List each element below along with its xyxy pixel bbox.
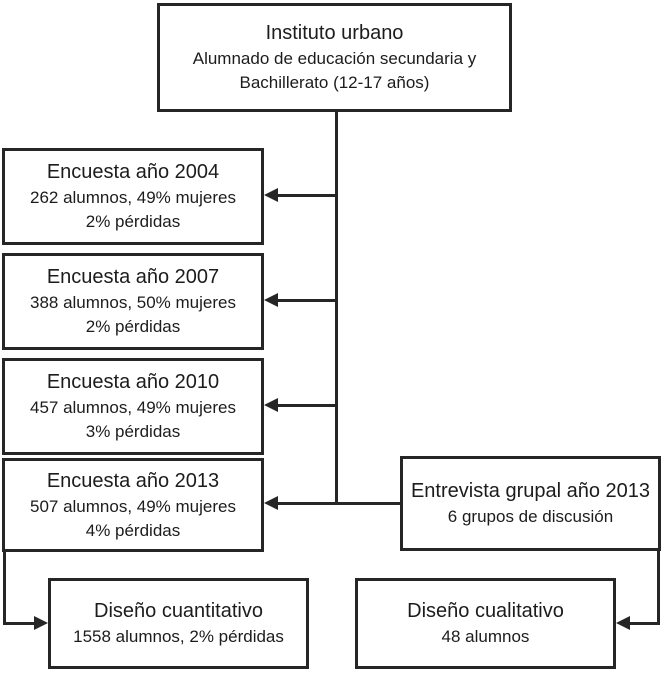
survey-2007-title: Encuesta año 2007 — [46, 266, 220, 288]
survey-2007-box: Encuesta año 2007 388 alumnos, 50% mujer… — [2, 253, 264, 350]
survey-2004-losses: 2% pérdidas — [85, 212, 181, 231]
survey-2007-losses: 2% pérdidas — [85, 317, 181, 336]
quantitative-detail: 1558 alumnos, 2% pérdidas — [73, 627, 284, 646]
root-subtitle: Alumnado de educación secundaria y Bachi… — [192, 49, 477, 92]
arrowhead-into-survey-2010 — [264, 398, 278, 412]
qualitative-connector-vertical — [657, 549, 660, 625]
arrowhead-into-survey-2013 — [264, 496, 278, 510]
survey-2010-stats: 457 alumnos, 49% mujeres — [29, 398, 236, 417]
survey-2004-box: Encuesta año 2004 262 alumnos, 49% mujer… — [2, 148, 264, 245]
branch-line-2004 — [277, 194, 336, 197]
root-institute-box: Instituto urbano Alumnado de educación s… — [157, 3, 512, 112]
survey-2004-stats: 262 alumnos, 49% mujeres — [29, 188, 236, 207]
arrowhead-into-survey-2007 — [264, 293, 278, 307]
qualitative-title: Diseño cualitativo — [407, 600, 564, 622]
survey-2013-title: Encuesta año 2013 — [46, 469, 220, 492]
quantitative-design-box: Diseño cuantitativo 1558 alumnos, 2% pér… — [48, 578, 309, 669]
survey-2010-box: Encuesta año 2010 457 alumnos, 49% mujer… — [2, 358, 264, 455]
arrowhead-into-quantitative — [34, 616, 48, 630]
qualitative-design-box: Diseño cualitativo 48 alumnos — [355, 578, 616, 669]
survey-2007-stats: 388 alumnos, 50% mujeres — [29, 293, 236, 312]
interview-title: Entrevista grupal año 2013 — [410, 480, 651, 502]
survey-2004-title: Encuesta año 2004 — [46, 161, 220, 183]
branch-line-2013-interview — [277, 502, 400, 505]
root-title: Instituto urbano — [265, 22, 404, 44]
arrowhead-into-qualitative — [616, 616, 630, 630]
quantitative-connector-horizontal — [3, 622, 35, 625]
quantitative-connector-vertical — [3, 550, 6, 625]
trunk-connector-line — [335, 112, 338, 505]
survey-2013-stats: 507 alumnos, 49% mujeres — [29, 496, 236, 516]
survey-2013-box: Encuesta año 2013 507 alumnos, 49% mujer… — [2, 458, 264, 552]
qualitative-connector-horizontal — [629, 622, 660, 625]
survey-2010-title: Encuesta año 2010 — [46, 371, 220, 393]
interview-detail: 6 grupos de discusión — [447, 507, 614, 526]
qualitative-detail: 48 alumnos — [441, 627, 530, 646]
survey-2013-losses: 4% pérdidas — [85, 520, 181, 540]
quantitative-title: Diseño cuantitativo — [94, 600, 263, 622]
arrowhead-into-survey-2004 — [264, 188, 278, 202]
branch-line-2007 — [277, 299, 336, 302]
survey-2010-losses: 3% pérdidas — [85, 422, 181, 441]
branch-line-2010 — [277, 404, 336, 407]
group-interview-box: Entrevista grupal año 2013 6 grupos de d… — [400, 456, 661, 551]
